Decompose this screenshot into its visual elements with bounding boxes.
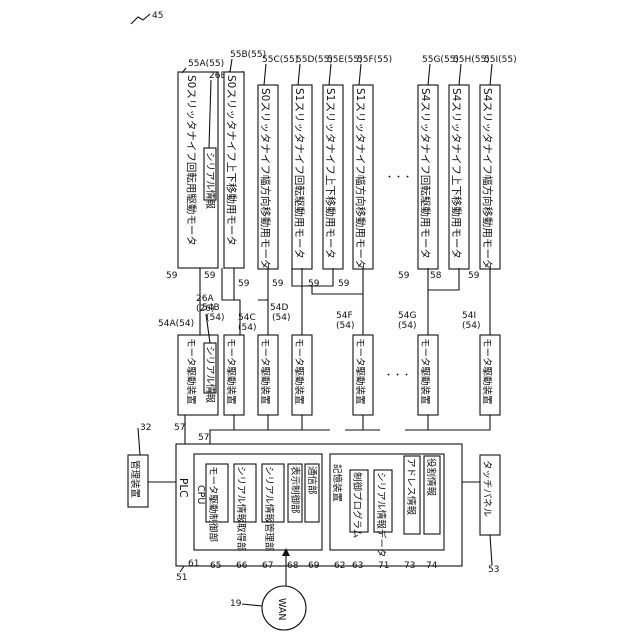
driver-ref-label: (54) (238, 323, 256, 333)
storage-title: 記憶装置 (331, 464, 343, 502)
plc-unit: PLC 51 CPU 61 モータ駆動制御部 65 シリアル情報取得部 66 シ… (176, 444, 462, 583)
motor-label: S1スリッタナイフ回転駆動用モータ (293, 88, 306, 259)
cpu-module-label: 通信部 (306, 466, 318, 495)
cpu-module-ref-label: 65 (210, 561, 221, 571)
storage-module-ref-label: 73 (404, 561, 415, 571)
storage-module-label: 役割情報 (425, 458, 437, 497)
driver-ref-label: 54B (202, 303, 220, 313)
plc-title: PLC (177, 478, 189, 498)
line-ref-label: 59 (238, 279, 250, 289)
line-ref-label: 59 (204, 271, 216, 281)
storage-module-ref-label: 74 (426, 561, 438, 571)
driver-ellipsis: ・・・ (384, 371, 411, 381)
driver-ref-label: 54G (398, 311, 416, 321)
motor-label: S0スリッタナイフ上下移動用モータ (225, 75, 238, 246)
motor-ref-label: 55C(55) (262, 55, 298, 65)
cpu-module-ref-label: 69 (308, 561, 320, 571)
cpu-module-ref-label: 66 (236, 561, 248, 571)
driver-label: モータ駆動装置 (225, 338, 237, 405)
motor-label: S0スリッタナイフ幅方向移動用モータ (259, 88, 272, 269)
motor-ref-label: 55B(55) (230, 50, 266, 60)
cpu-module-label: モータ駆動制御部 (207, 466, 219, 542)
driver-label: モータ駆動装置 (293, 338, 305, 405)
motor-label: S0スリッタナイフ回転用駆動モータ (185, 75, 198, 246)
touch-panel: タッチパネル 53 (480, 455, 500, 575)
line-ref-label: 59 (308, 279, 320, 289)
figure-number-label: 45 (152, 11, 163, 21)
cpu-ref-label: 61 (188, 559, 199, 569)
driver-box: モータ駆動装置 54I (54) (462, 311, 500, 415)
line-ref-label: 59 (272, 279, 284, 289)
storage-module-ref-label: 71 (378, 561, 389, 571)
driver-label: モータ駆動装置 (481, 338, 493, 405)
motor-box: S1スリッタナイフ幅方向移動用モータ 55F(55) (353, 55, 392, 269)
driver-ref-label: 54C (238, 313, 256, 323)
driver-box: モータ駆動装置 54F (54) (336, 311, 373, 415)
driver-ref-label: 54D (270, 303, 288, 313)
motor-ellipsis: ・・・ (385, 173, 412, 183)
driver-ref-label: (54) (206, 313, 224, 323)
driver-ref-label: (54) (336, 321, 354, 331)
driver-ref-label: 54F (336, 311, 353, 321)
driver-ref-label: 54A(54) (158, 319, 194, 329)
bus-ref-label: 57 (174, 423, 185, 433)
management-ref-label: 32 (140, 423, 151, 433)
management-device: 管理装置 32 (128, 423, 151, 507)
cpu-module-label: シリアル情報管理部 (263, 466, 275, 551)
storage-module-ref-label: 63 (352, 561, 363, 571)
driver-label: モータ駆動装置 (259, 338, 271, 405)
storage-ref-label: 62 (334, 561, 345, 571)
line-ref-label: 59 (398, 271, 410, 281)
motor-label: S4スリッタナイフ幅方向移動用モータ (481, 88, 494, 269)
driver-ref-label: (54) (462, 321, 480, 331)
driver-ref-label: (54) (272, 313, 290, 323)
storage-module-label: 制御プログラム (351, 472, 363, 538)
touch-panel-label: タッチパネル (481, 460, 492, 518)
motor-label: S1スリッタナイフ幅方向移動用モータ (354, 88, 367, 269)
driver-label: モータ駆動装置 (419, 338, 431, 405)
motor-ref-label: 55F(55) (357, 55, 392, 65)
motor-ref-label: 55A(55) (188, 59, 224, 69)
motor-label: S1スリッタナイフ上下移動用モータ (324, 88, 337, 259)
motor-box: S4スリッタナイフ幅方向移動用モータ 55I(55) (480, 55, 517, 269)
line-ref-label: 59 (166, 271, 178, 281)
line-ref-label: 59 (468, 271, 480, 281)
management-device-label: 管理装置 (129, 460, 141, 498)
driver-serial-info-label: シリアル情報 (204, 346, 216, 403)
driver-box: モータ駆動装置 54G (54) (398, 311, 438, 415)
cpu-module-label: シリアル情報取得部 (235, 466, 247, 551)
bus-ref-label: 57 (198, 433, 209, 443)
driver-ref-label: 54I (462, 311, 476, 321)
storage-module-label: シリアル情報データ (375, 472, 387, 557)
storage-module-label: アドレス情報 (405, 458, 417, 516)
wan-label: WAN (276, 598, 287, 620)
motor-serial-info-label: シリアル情報 (204, 152, 216, 209)
wan-ref-label: 19 (230, 599, 242, 609)
figure-number-leader (131, 14, 150, 24)
motor-ref-label: 55I(55) (484, 55, 517, 65)
plc-ref-label: 51 (176, 573, 187, 583)
line-ref-label: 59 (338, 279, 350, 289)
driver-ref-label: (54) (398, 321, 416, 331)
cpu-module-ref-label: 67 (262, 561, 273, 571)
cpu-module-ref-label: 68 (287, 561, 299, 571)
motor-label: S4スリッタナイフ回転駆動用モータ (419, 88, 432, 259)
touch-panel-ref-label: 53 (488, 565, 499, 575)
cpu-module-label: 表示制御部 (289, 466, 301, 514)
driver-label: モータ駆動装置 (354, 338, 366, 405)
driver-label: モータ駆動装置 (185, 338, 197, 405)
motor-label: S4スリッタナイフ上下移動用モータ (450, 88, 463, 259)
line-ref-label: 58 (430, 271, 442, 281)
cpu-title: CPU (195, 485, 206, 504)
